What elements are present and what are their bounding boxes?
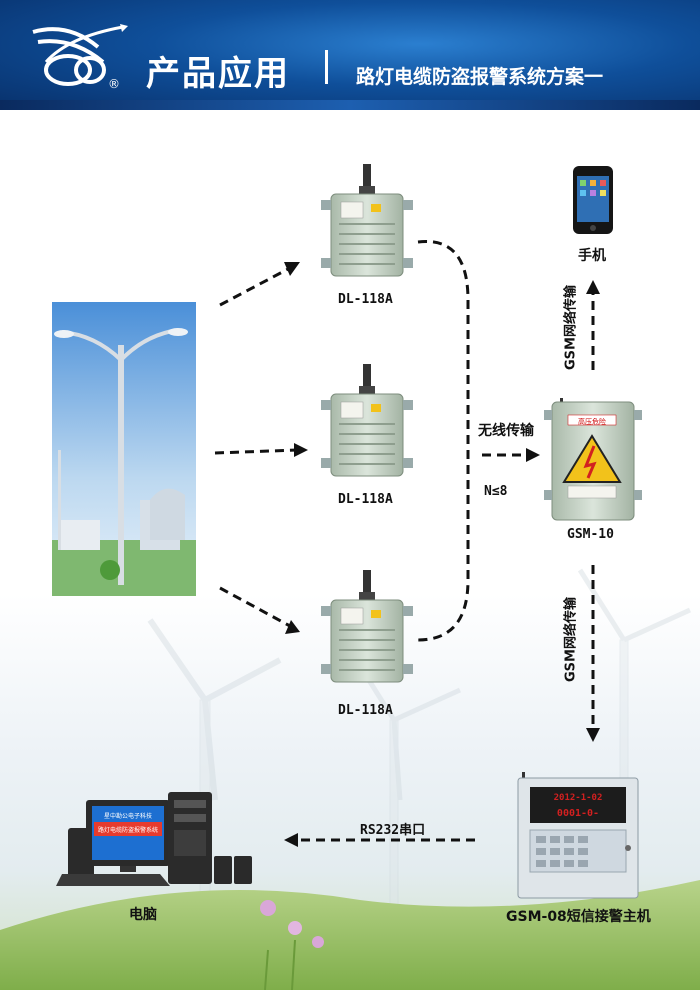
- header-stripe: [0, 100, 700, 110]
- gsm10-label: GSM-10: [567, 527, 614, 542]
- grass-hill: [0, 880, 700, 990]
- screen-brand-text: 星中勘公电子科技: [104, 812, 152, 820]
- wireless-label: 无线传输: [478, 423, 534, 439]
- header-banner: ® 产品应用 路灯电缆防盗报警系统方案一: [0, 0, 700, 110]
- detector-2-device: [320, 363, 414, 477]
- flower-decoration: [260, 900, 324, 990]
- phone-label: 手机: [578, 248, 606, 264]
- phone-device: [573, 166, 613, 234]
- alarm-host-device: [517, 772, 639, 899]
- gsm10-warning-text: 高压危险: [578, 417, 606, 426]
- company-logo-icon: ®: [32, 24, 128, 91]
- detector-1-label: DL-118A: [338, 292, 393, 307]
- detector-3-device: [320, 569, 414, 683]
- node-count-label: N≤8: [484, 484, 508, 499]
- arrowhead-computer: [284, 833, 298, 847]
- computer-device: [56, 792, 252, 886]
- registered-mark: ®: [108, 77, 120, 91]
- wireless-bracket: [417, 239, 470, 642]
- page-subtitle: 路灯电缆防盗报警系统方案一: [356, 66, 604, 88]
- page-title: 产品应用: [146, 54, 290, 94]
- screen-title-text: 路灯电缆防盗报警系统: [98, 826, 158, 834]
- arrows-lamp-to-detectors: [214, 266, 299, 628]
- gsm-down-label: GSM网络传输: [563, 597, 579, 682]
- host-display-line2: 0001-0-: [557, 808, 599, 819]
- arrowhead-gsm10: [526, 448, 540, 462]
- arrowhead-phone: [586, 280, 600, 294]
- gsm-up-label: GSM网络传输: [563, 285, 579, 370]
- arrowhead-host: [586, 728, 600, 742]
- arrowheads-lamp: [284, 262, 308, 634]
- detector-2-label: DL-118A: [338, 492, 393, 507]
- detector-3-label: DL-118A: [338, 703, 393, 718]
- title-divider: [325, 50, 328, 84]
- rs232-label: RS232串口: [360, 823, 426, 838]
- alarm-host-label: GSM-08短信接警主机: [506, 909, 651, 925]
- gsm10-device: [544, 398, 642, 521]
- street-lamp-photo: [52, 302, 196, 596]
- computer-label: 电脑: [129, 907, 157, 923]
- detector-1-device: [320, 163, 414, 277]
- host-display-line1: 2012-1-02: [554, 793, 603, 803]
